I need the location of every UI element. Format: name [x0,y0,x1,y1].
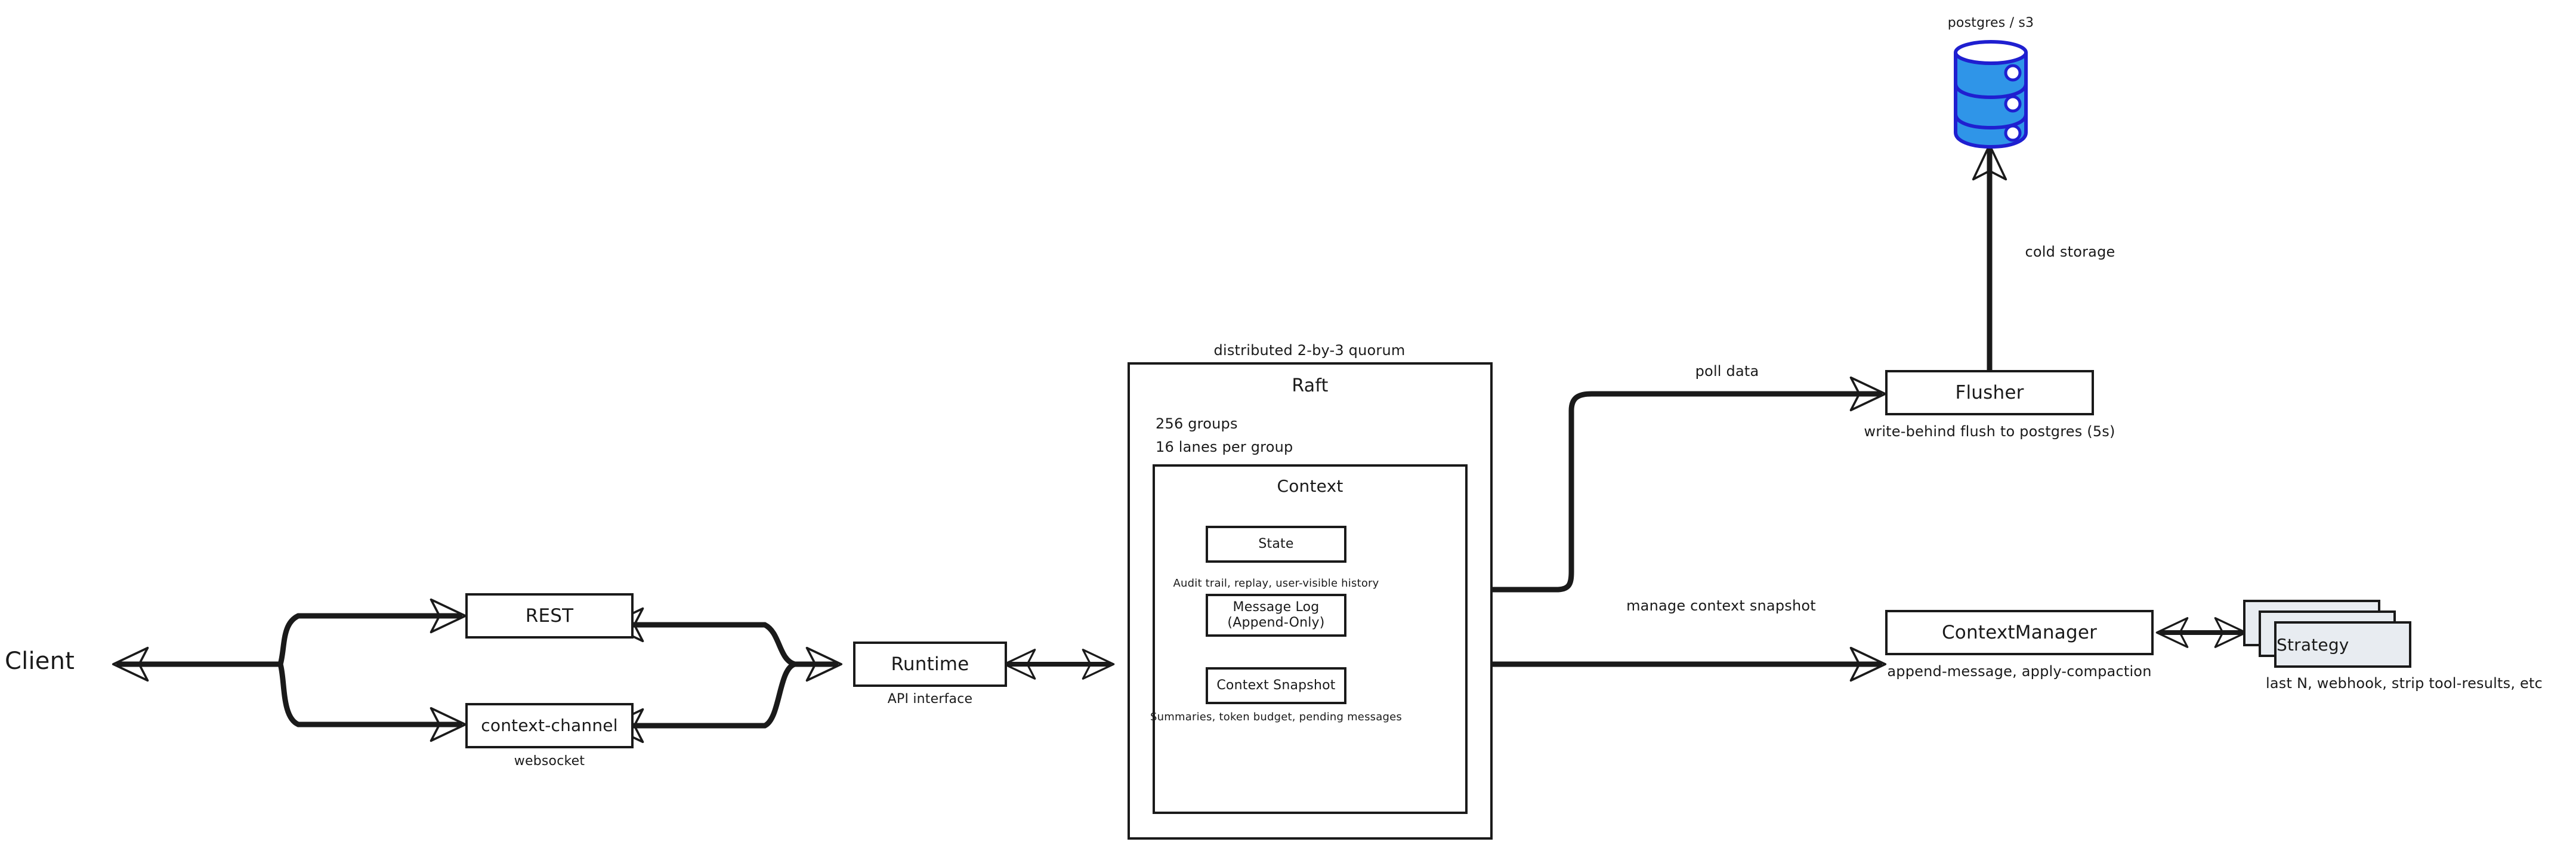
edge-api-merge-runtime [607,607,843,744]
node-state[interactable]: State [1206,526,1346,563]
raft-stat-lanes: 16 lanes per group [1156,439,1293,455]
node-state-label: State [1258,536,1294,552]
context-snapshot-caption-below: Summaries, token budget, pending message… [1150,711,1402,723]
edge-label-poll-data: poll data [1695,363,1759,380]
node-rest[interactable]: REST [465,593,634,639]
edge-raft-flusher [1479,376,1887,593]
node-context-snapshot[interactable]: Context Snapshot [1206,667,1346,704]
node-rest-label: REST [525,605,574,627]
node-flusher-label: Flusher [1955,381,2024,403]
node-raft-label: Raft [1292,375,1329,396]
database-cylinder-icon [1946,36,2036,149]
raft-stat-groups: 256 groups [1156,415,1238,432]
node-runtime-label: Runtime [891,653,969,675]
strategy-card-front[interactable]: Strategy [2274,621,2411,668]
node-strategy[interactable]: Strategy [2243,600,2422,668]
node-flusher[interactable]: Flusher [1885,370,2094,415]
node-runtime[interactable]: Runtime [853,642,1007,687]
database-label: postgres / s3 [1947,16,2034,30]
node-context-channel[interactable]: context-channel [465,703,634,748]
node-context-label: Context [1277,476,1343,496]
flusher-caption: write-behind flush to postgres (5s) [1864,423,2115,440]
node-strategy-label: Strategy [2277,634,2349,655]
edge-label-manage-context-snapshot: manage context snapshot [1626,597,1816,614]
node-message-log[interactable]: Message Log (Append-Only) [1206,594,1346,637]
edge-client-fan [112,598,467,742]
strategy-caption: last N, webhook, strip tool-results, etc [2266,675,2543,692]
context-channel-caption: websocket [514,754,585,769]
client-label: Client [5,647,75,675]
node-context-channel-label: context-channel [481,716,618,736]
node-context-snapshot-label: Context Snapshot [1216,678,1336,693]
node-message-log-label: Message Log (Append-Only) [1227,600,1325,630]
node-context-manager[interactable]: ContextManager [1885,610,2154,655]
context-manager-caption: append-message, apply-compaction [1887,663,2152,680]
node-context[interactable]: Context [1153,464,1468,814]
raft-caption-above: distributed 2-by-3 quorum [1213,342,1406,359]
edge-label-cold-storage: cold storage [2025,243,2115,260]
message-log-caption-above: Audit trail, replay, user-visible histor… [1173,577,1379,590]
runtime-caption: API interface [887,692,973,707]
node-context-manager-label: ContextManager [1941,621,2098,643]
